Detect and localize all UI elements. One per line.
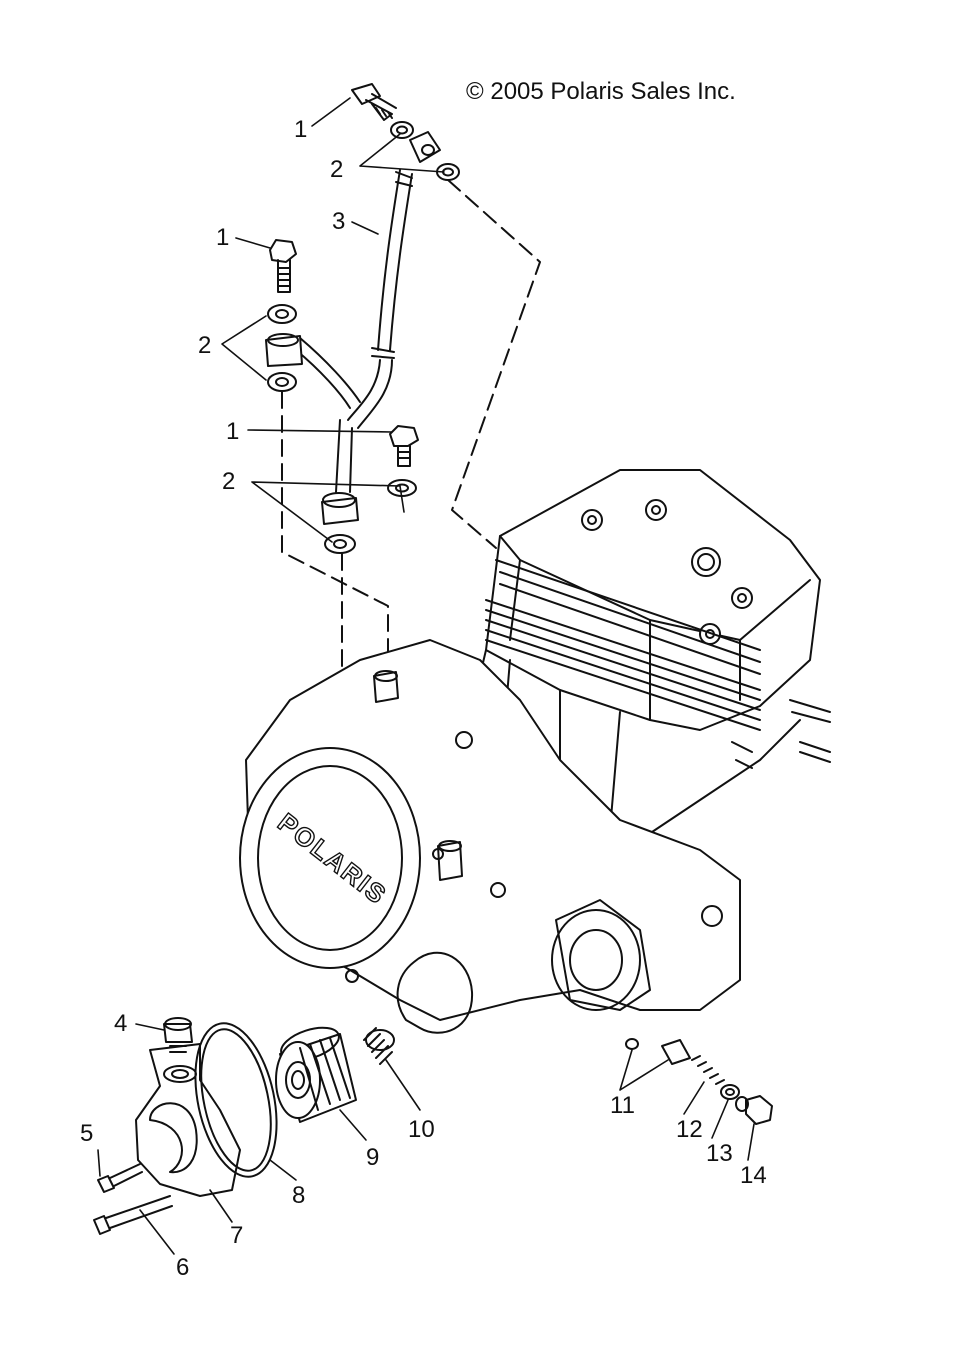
callout-3: 3	[332, 208, 346, 235]
cover-bolt-short-5	[97, 1163, 143, 1193]
drain-plug-4	[163, 1017, 193, 1053]
spring-10	[363, 1027, 395, 1065]
banjo-fitting-lower	[321, 492, 359, 525]
callout-1-top: 1	[294, 116, 308, 143]
washer-top-1	[390, 121, 414, 139]
callout-10: 10	[408, 1116, 435, 1143]
banjo-fitting-middle	[265, 333, 303, 367]
oil-line-hose	[295, 169, 413, 493]
callout-1-lower: 1	[226, 418, 240, 445]
callout-12: 12	[676, 1116, 703, 1143]
callout-9: 9	[366, 1144, 380, 1171]
banjo-bolt-middle	[269, 239, 297, 293]
callout-7: 7	[230, 1222, 244, 1249]
plug-bolt-14	[735, 1095, 773, 1125]
valve-spring-12	[691, 1055, 725, 1085]
crankcase	[239, 639, 741, 1034]
callout-4: 4	[114, 1010, 128, 1037]
banjo-fitting-top	[409, 131, 441, 163]
callout-14: 14	[740, 1162, 767, 1189]
callout-8: 8	[292, 1182, 306, 1209]
leader-lines	[97, 97, 755, 1255]
o-ring-8	[194, 1022, 278, 1178]
callout-5: 5	[80, 1120, 94, 1147]
callout-6: 6	[176, 1254, 190, 1281]
callout-2-middle: 2	[198, 332, 212, 359]
callout-2-lower: 2	[222, 468, 236, 495]
sealing-washer-13	[720, 1084, 740, 1100]
callout-11: 11	[610, 1092, 635, 1119]
oil-filter-9	[275, 1026, 357, 1123]
washer-middle-2	[267, 372, 297, 392]
copyright-notice: © 2005 Polaris Sales Inc.	[466, 78, 736, 105]
washer-lower-1	[387, 479, 417, 497]
engine-assembly	[459, 469, 831, 901]
valve-plunger-11	[625, 1038, 691, 1065]
washer-middle-1	[267, 304, 297, 324]
washer-lower-2	[324, 534, 356, 554]
cover-bolt-long-6	[93, 1195, 173, 1235]
callout-1-middle: 1	[216, 224, 230, 251]
callout-13: 13	[706, 1140, 733, 1167]
banjo-bolt-top	[351, 83, 397, 121]
banjo-bolt-lower	[389, 425, 419, 467]
oil-filter-cover	[135, 1043, 241, 1197]
callout-2-top: 2	[330, 156, 344, 183]
